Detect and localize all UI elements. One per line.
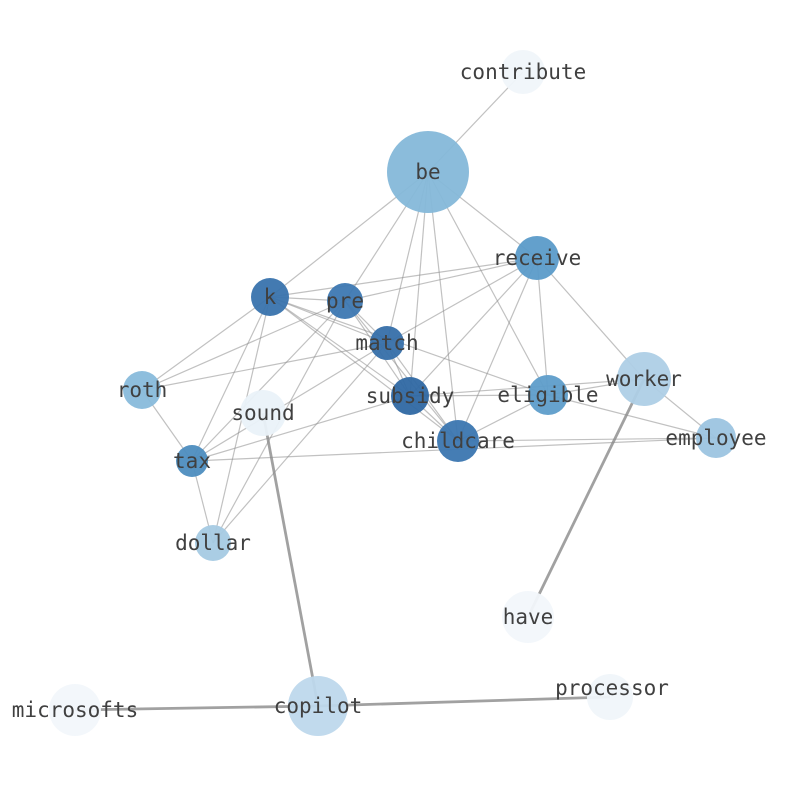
edge-receive-eligible: [536, 257, 549, 396]
edge-k-match: [269, 296, 388, 344]
edge-receive-subsidy: [409, 257, 538, 397]
node-contribute: [501, 50, 545, 94]
edge-k-subsidy: [269, 296, 411, 397]
node-childcare: [437, 420, 479, 462]
node-processor: [587, 674, 633, 720]
edge-match-dollar: [212, 342, 388, 544]
edge-copilot-microsofts: [74, 704, 319, 712]
edge-receive-childcare: [457, 257, 538, 442]
node-pre: [327, 283, 363, 319]
node-subsidy: [391, 377, 429, 415]
node-worker: [617, 352, 671, 406]
edge-k-tax: [191, 296, 271, 462]
node-employee: [696, 418, 736, 458]
edge-receive-match: [386, 257, 538, 344]
edge-subsidy-eligible: [409, 394, 549, 397]
edge-childcare-employee: [457, 437, 717, 442]
edge-receive-k: [269, 257, 538, 298]
node-sound: [240, 390, 286, 436]
node-dollar: [195, 525, 231, 561]
node-match: [370, 326, 404, 360]
node-be: [387, 131, 469, 213]
edge-subsidy-worker: [409, 378, 645, 397]
edge-receive-pre: [344, 257, 538, 302]
edge-pre-roth: [141, 300, 346, 391]
edge-subsidy-tax: [191, 395, 411, 462]
edge-be-eligible: [427, 171, 549, 396]
node-receive: [515, 236, 559, 280]
edge-pre-tax: [191, 300, 346, 462]
node-microsofts: [49, 684, 101, 736]
edge-k-roth: [141, 296, 271, 391]
node-roth: [123, 371, 161, 409]
node-eligible: [528, 375, 568, 415]
node-tax: [176, 445, 208, 477]
edge-match-tax: [191, 342, 388, 462]
edge-have-worker: [526, 378, 646, 618]
edge-eligible-employee: [547, 394, 717, 439]
node-copilot: [288, 676, 348, 736]
edge-copilot-processor: [317, 695, 611, 708]
node-have: [502, 591, 554, 643]
node-k: [251, 278, 289, 316]
edge-sound-copilot: [261, 412, 320, 707]
edge-pre-childcare: [344, 300, 459, 442]
edge-match-roth: [141, 342, 388, 391]
